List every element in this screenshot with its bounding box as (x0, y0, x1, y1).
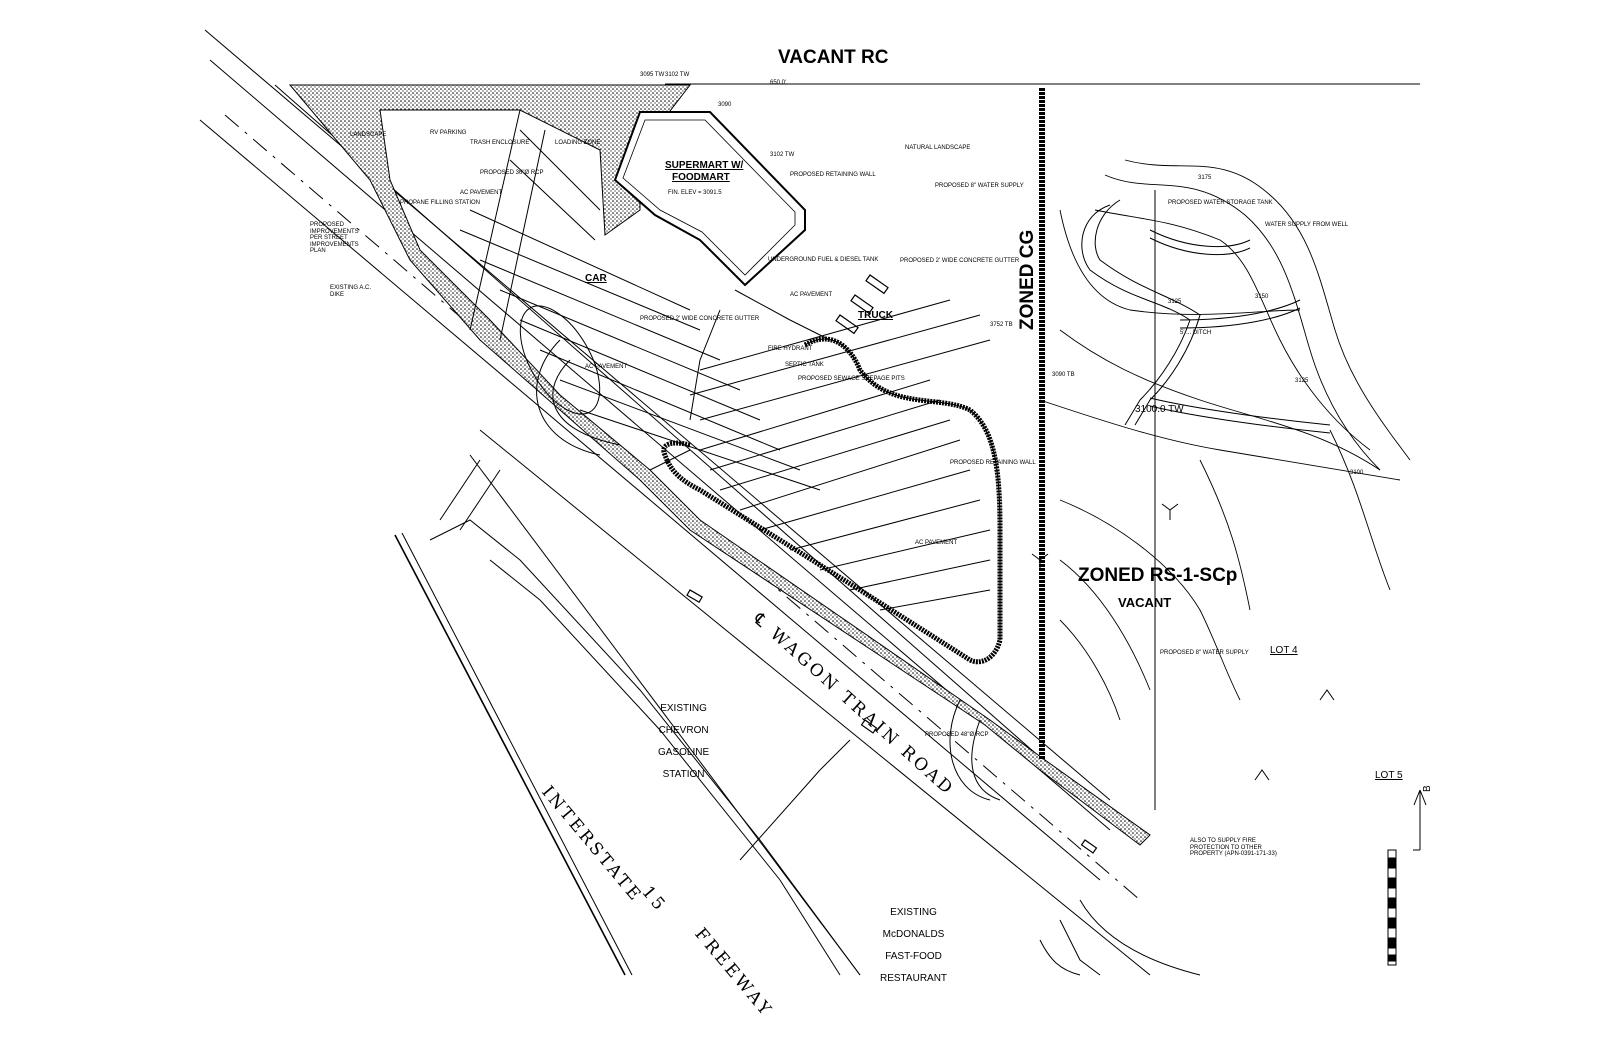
note-ac-4: AC PAVEMENT (915, 540, 958, 546)
truck-parking-stalls (689, 299, 991, 611)
supermart-building (613, 111, 806, 287)
north-arrow-letter: B (1422, 785, 1433, 792)
building-elevation: FIN. ELEV = 3091.5 (668, 190, 722, 196)
chevron-line-2: CHEVRON (658, 725, 709, 736)
chevron-line-1: EXISTING (660, 703, 707, 714)
note-rcp48: PROPOSED 48"Ø RCP (925, 732, 989, 738)
mcdonalds-line-2: McDONALDS (882, 929, 945, 940)
zone-rs-vacant: VACANT (1118, 595, 1172, 610)
building-name: SUPERMART W/ (665, 160, 744, 171)
chevron-line-4: STATION (662, 769, 705, 780)
note-trash: TRASH ENCLOSURE (470, 140, 530, 146)
south-street-lines (739, 739, 1201, 976)
elev-3090: 3090 (718, 102, 732, 108)
note-gutter-1: PROPOSED 2' WIDE CONCRETE GUTTER (900, 258, 1020, 264)
elev-3102a: 3102 TW (665, 72, 690, 78)
note-water-storage: PROPOSED WATER STORAGE TANK (1168, 200, 1273, 206)
note-ac-3: AC PAVEMENT (790, 292, 833, 298)
note-rv: RV PARKING (430, 130, 467, 136)
note-retwall-1: PROPOSED RETAINING WALL (790, 172, 876, 178)
zone-label-vacant-rc: VACANT RC (778, 47, 889, 68)
building-name-2: FOODMART (672, 172, 730, 183)
note-water-well: WATER SUPPLY FROM WELL (1265, 222, 1349, 228)
north-arrow (1413, 789, 1427, 851)
contour-3100: 3100 (1350, 470, 1364, 476)
note-ditch: 5' ... DITCH (1180, 330, 1212, 336)
note-ac-2: AC PAVEMENT (585, 364, 628, 370)
zone-label-cg: ZONED CG (1017, 229, 1038, 330)
graphic-scale (1387, 849, 1397, 966)
note-loading: LOADING ZONE (555, 140, 601, 146)
note-improvements: PROPOSED IMPROVEMENTS PER STREET IMPROVE… (310, 222, 359, 255)
note-gutter-2: PROPOSED 2' WIDE CONCRETE GUTTER (640, 316, 760, 322)
parking-label-car: CAR (585, 273, 607, 284)
mcdonalds-line-1: EXISTING (890, 907, 937, 918)
vehicle-symbols (686, 274, 1098, 854)
note-ac-1: AC PAVEMENT (460, 190, 503, 196)
note-landscape: LANDSCAPE (350, 132, 387, 138)
site-boundary-stipple (288, 84, 1151, 846)
mcdonalds-line-4: RESTAURANT (880, 973, 948, 984)
zone-label-rs: ZONED RS-1-SCp (1078, 565, 1238, 586)
note-existing-ac: EXISTING A.C. DIKE (330, 285, 372, 298)
neighbor-chevron: EXISTING CHEVRON GASOLINE STATION (658, 692, 709, 791)
contour-3125: 3125 (1168, 299, 1182, 305)
lot-4-label: LOT 4 (1270, 645, 1298, 656)
note-propane: PROPANE FILLING STATION (400, 200, 481, 206)
contour-3150: 3150 (1255, 294, 1269, 300)
drive-aisles (469, 109, 831, 471)
elev-3095: 3095 TW (640, 72, 665, 78)
contour-3175: 3175 (1198, 175, 1212, 181)
lot-5-label: LOT 5 (1375, 770, 1403, 781)
access-curves (519, 305, 1001, 801)
note-supply: ALSO TO SUPPLY FIRE PROTECTION TO OTHER … (1190, 838, 1277, 858)
note-retwall-2: PROPOSED RETAINING WALL (950, 460, 1036, 466)
note-fire-hydrant: FIRE HYDRANT (768, 346, 813, 352)
dist-650: 650.0' (770, 80, 787, 86)
note-seepage: PROPOSED SEWAGE SEEPAGE PITS (798, 376, 905, 382)
neighbor-mcdonalds: EXISTING McDONALDS FAST-FOOD RESTAURANT (880, 896, 947, 995)
contour-3125b: 3125 (1295, 378, 1309, 384)
freeway-lines (394, 459, 861, 976)
note-underground-tank: UNDERGROUND FUEL & DIESEL TANK (768, 257, 879, 263)
elev-3752: 3752 TB (990, 322, 1013, 328)
parking-label-truck: TRUCK (858, 310, 893, 321)
chevron-line-3: GASOLINE (658, 747, 710, 758)
elev-3090b: 3090 TB (1052, 372, 1075, 378)
note-water-8b: PROPOSED 8" WATER SUPPLY (1160, 650, 1249, 656)
contour-lines (1039, 159, 1411, 721)
hill-access-road (1081, 199, 1331, 434)
elev-3102b: 3102 TW (770, 152, 795, 158)
mcdonalds-line-3: FAST-FOOD (885, 951, 942, 962)
tree-symbols (1031, 503, 1335, 781)
note-septic: SEPTIC TANK (785, 362, 824, 368)
note-tw: 3100.0 TW (1135, 404, 1184, 415)
note-water-8: PROPOSED 8" WATER SUPPLY (935, 183, 1024, 189)
note-rcp36: PROPOSED 36"Ø RCP (480, 170, 544, 176)
note-natural: NATURAL LANDSCAPE (905, 145, 971, 151)
